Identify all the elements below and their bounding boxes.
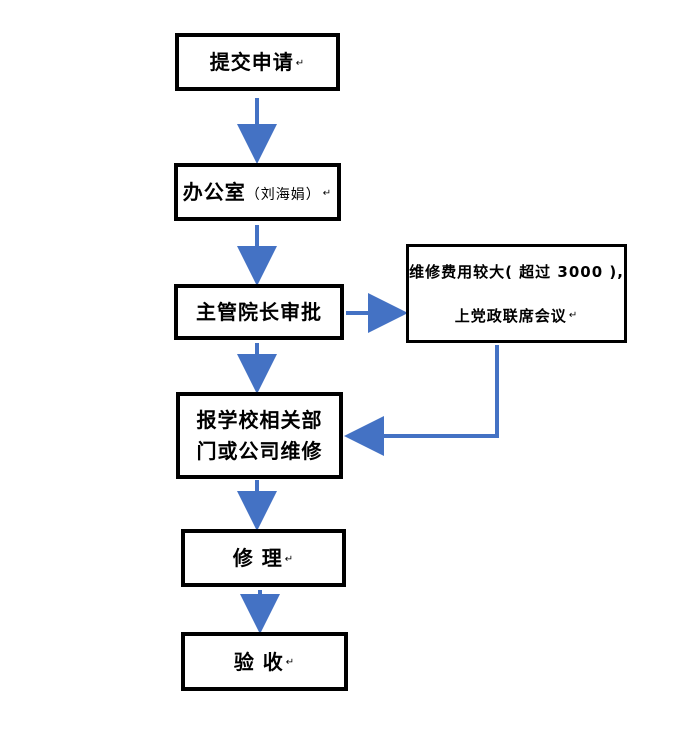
- node-acceptance-label: 验 收: [233, 649, 284, 674]
- arrow-meeting-to-report: [344, 345, 499, 456]
- node-repair: 修 理↵: [181, 529, 346, 587]
- return-mark-icon: ↵: [568, 310, 579, 321]
- node-report-line-1: 报学校相关部: [196, 407, 323, 432]
- node-acceptance-label-wrap: 验 收↵: [234, 650, 295, 674]
- node-approval-label: 主管院长审批: [196, 300, 322, 324]
- node-meeting-line-2-wrap: 上党政联席会议↵: [455, 307, 578, 325]
- return-mark-icon: ↵: [285, 657, 296, 668]
- return-mark-icon: ↵: [295, 57, 306, 69]
- node-submit-label-wrap: 提交申请↵: [210, 50, 305, 74]
- node-office-label: 办公室: [182, 180, 246, 204]
- node-office-label-wrap: 办公室（刘海娟）↵: [183, 180, 332, 204]
- node-submit-label: 提交申请: [209, 50, 294, 74]
- node-office-note: （刘海娟）: [245, 187, 321, 203]
- node-report-maintenance: 报学校相关部 门或公司维修: [176, 392, 343, 479]
- node-approval: 主管院长审批: [174, 284, 344, 340]
- return-mark-icon: ↵: [322, 187, 333, 199]
- node-acceptance: 验 收↵: [181, 632, 348, 691]
- return-mark-icon: ↵: [284, 553, 295, 565]
- node-office: 办公室（刘海娟）↵: [174, 163, 341, 221]
- node-joint-meeting: 维修费用较大( 超过 3000 ), 上党政联席会议↵: [406, 244, 627, 343]
- node-report-line-2: 门或公司维修: [196, 438, 323, 463]
- node-meeting-line-1: 维修费用较大( 超过 3000 ),: [409, 262, 624, 281]
- node-meeting-line-2: 上党政联席会议: [454, 306, 567, 325]
- node-repair-label-wrap: 修 理↵: [233, 546, 294, 570]
- node-submit-application: 提交申请↵: [175, 33, 340, 91]
- node-repair-label: 修 理: [232, 546, 283, 570]
